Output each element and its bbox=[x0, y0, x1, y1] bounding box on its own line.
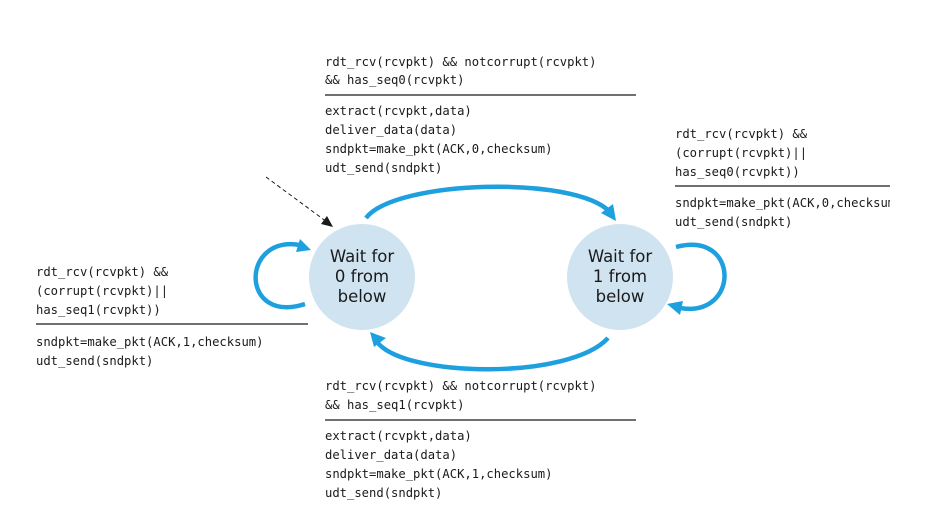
self-loop-right bbox=[667, 242, 727, 315]
action-line: extract(rcvpkt,data) bbox=[325, 104, 472, 118]
state-wait-0: Wait for 0 from below bbox=[309, 224, 415, 330]
event-line: (corrupt(rcvpkt)|| bbox=[36, 284, 168, 298]
state-wait-1: Wait for 1 from below bbox=[567, 224, 673, 330]
initial-state-arrow bbox=[265, 176, 333, 227]
action-line: deliver_data(data) bbox=[325, 448, 457, 462]
state-label-line: Wait for bbox=[330, 247, 395, 266]
state-label-line: below bbox=[338, 287, 387, 306]
transition-arrow-bottom bbox=[370, 332, 610, 372]
action-line: sndpkt=make_pkt(ACK,1,checksum) bbox=[36, 335, 263, 349]
transition-label-left: rdt_rcv(rcvpkt) && (corrupt(rcvpkt)|| ha… bbox=[36, 265, 308, 368]
action-line: sndpkt=make_pkt(ACK,0,checksum) bbox=[675, 196, 902, 210]
event-line: && has_seq0(rcvpkt) bbox=[325, 73, 464, 87]
action-line: udt_send(sndpkt) bbox=[325, 161, 442, 175]
action-line: deliver_data(data) bbox=[325, 123, 457, 137]
event-line: rdt_rcv(rcvpkt) && notcorrupt(rcvpkt) bbox=[325, 55, 597, 69]
transition-label-top: rdt_rcv(rcvpkt) && notcorrupt(rcvpkt) &&… bbox=[325, 55, 636, 175]
event-line: rdt_rcv(rcvpkt) && bbox=[36, 265, 169, 279]
event-line: rdt_rcv(rcvpkt) && notcorrupt(rcvpkt) bbox=[325, 379, 597, 393]
event-line: has_seq1(rcvpkt)) bbox=[36, 303, 161, 317]
transition-label-right: rdt_rcv(rcvpkt) && (corrupt(rcvpkt)|| ha… bbox=[675, 127, 902, 229]
transition-label-bottom: rdt_rcv(rcvpkt) && notcorrupt(rcvpkt) &&… bbox=[325, 379, 636, 500]
action-line: udt_send(sndpkt) bbox=[325, 486, 442, 500]
action-line: udt_send(sndpkt) bbox=[675, 215, 792, 229]
state-label-line: below bbox=[596, 287, 645, 306]
event-line: rdt_rcv(rcvpkt) && bbox=[675, 127, 808, 141]
transition-arrow-top bbox=[364, 184, 616, 221]
state-label-line: 1 from bbox=[593, 267, 647, 286]
action-line: extract(rcvpkt,data) bbox=[325, 429, 472, 443]
action-line: sndpkt=make_pkt(ACK,0,checksum) bbox=[325, 142, 552, 156]
state-label-line: 0 from bbox=[335, 267, 389, 286]
action-line: sndpkt=make_pkt(ACK,1,checksum) bbox=[325, 467, 552, 481]
self-loop-left bbox=[253, 239, 311, 310]
event-line: has_seq0(rcvpkt)) bbox=[675, 165, 800, 179]
event-line: (corrupt(rcvpkt)|| bbox=[675, 146, 807, 160]
action-line: udt_send(sndpkt) bbox=[36, 354, 153, 368]
event-line: && has_seq1(rcvpkt) bbox=[325, 398, 464, 412]
state-label-line: Wait for bbox=[588, 247, 653, 266]
